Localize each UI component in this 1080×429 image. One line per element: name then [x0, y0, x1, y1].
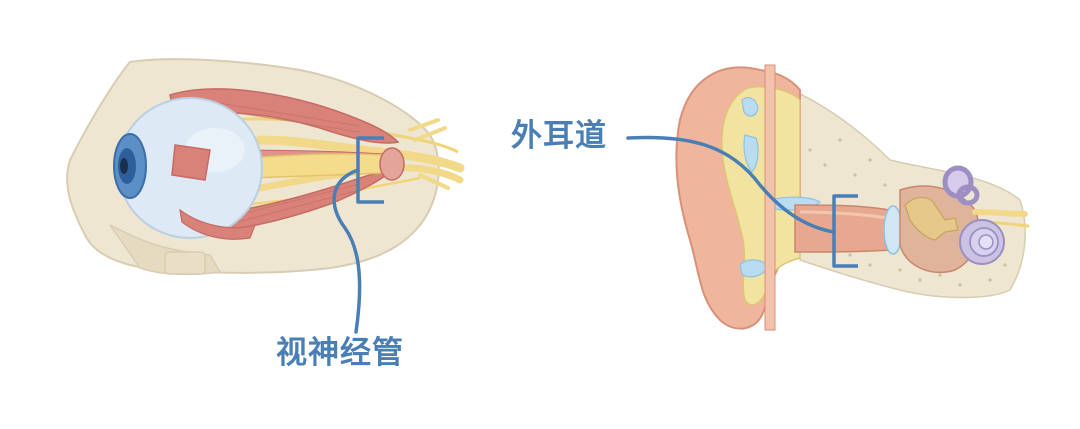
eye-orbit-illustration — [66, 58, 465, 334]
cochlea — [959, 219, 1005, 265]
optic-canal-label: 视神经管 — [276, 335, 404, 371]
optic-canal-leader — [332, 168, 362, 334]
external-canal-leader — [626, 135, 836, 234]
semicircular-canals — [942, 165, 980, 206]
ossicles — [904, 196, 959, 241]
external-auditory-canal-label: 外耳道 — [511, 118, 607, 154]
temporal-bone — [769, 78, 1026, 299]
ear-anatomy-illustration — [626, 64, 1030, 331]
